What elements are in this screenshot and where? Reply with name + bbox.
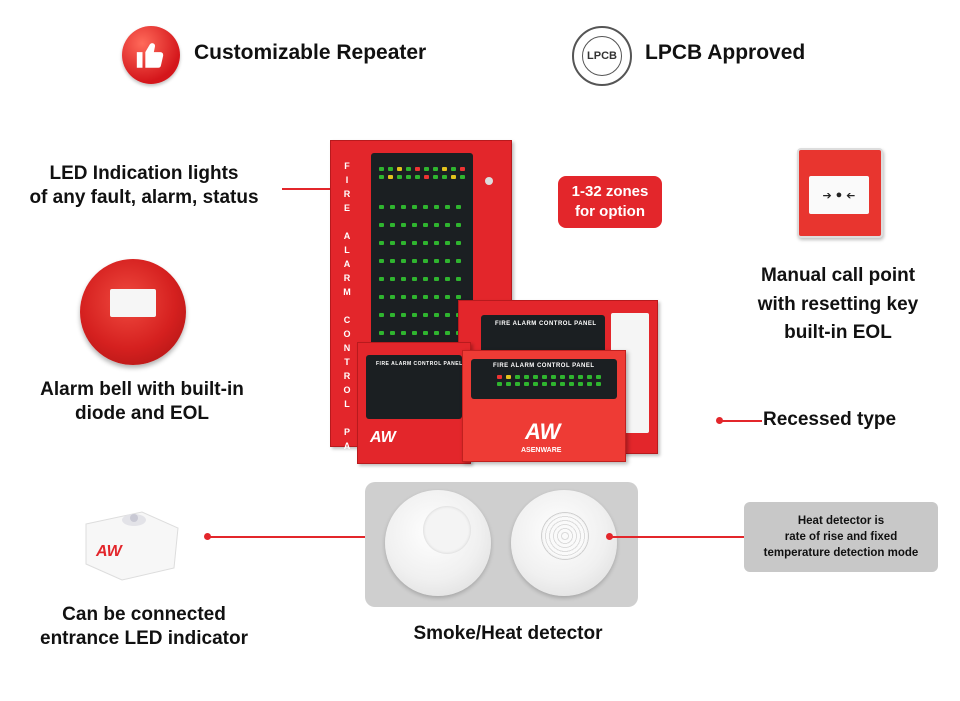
small-panel-screen: [366, 355, 462, 419]
entrance-indicator-label: Can be connected entrance LED indicator: [40, 604, 248, 649]
small-panel-brand-mark: AW: [370, 429, 396, 446]
front-panel-brand-mark: AW: [525, 419, 561, 444]
detectors-card: [365, 482, 638, 607]
thumbs-up-icon: [122, 26, 180, 84]
bell-label-plate: [110, 289, 156, 317]
zones-badge: 1-32 zones for option: [558, 176, 662, 228]
repeater-title: Customizable Repeater: [194, 41, 427, 64]
recessed-connector-line: [720, 420, 762, 422]
heat-connector-dot: [606, 533, 613, 540]
svg-text:AW: AW: [95, 543, 124, 560]
recessed-type-label: Recessed type: [763, 409, 897, 430]
call-point-label: Manual call point with resetting key bui…: [757, 265, 919, 343]
call-point-glass: ➔ ● ➔: [809, 176, 869, 214]
heat-detector-image: [511, 490, 617, 596]
front-panel-title: FIRE ALARM CONTROL PANEL: [493, 363, 595, 369]
lpcb-badge-text: LPCB: [582, 36, 622, 76]
arrow-left-icon: ➔: [846, 189, 856, 202]
alarm-bell-label: Alarm bell with built-in diode and EOL: [40, 379, 244, 424]
front-panel-screen: [471, 359, 617, 399]
alarm-bell-image: [80, 259, 186, 365]
smoke-detector-image: [385, 490, 491, 596]
small-panel-title: FIRE ALARM CONTROL PANEL: [376, 361, 463, 367]
entrance-connector-dot: [204, 533, 211, 540]
front-control-panel: FIRE ALARM CONTROL PANEL AW ASENWARE: [462, 350, 626, 462]
recessed-connector-dot: [716, 417, 723, 424]
panel-key-icon: [485, 177, 493, 185]
detector-caption: Smoke/Heat detector: [413, 623, 603, 644]
led-indication-label: LED Indication lights of any fault, alar…: [29, 163, 259, 208]
mid-panel-title: FIRE ALARM CONTROL PANEL: [495, 321, 597, 327]
entrance-led-indicator-image: AW: [82, 502, 182, 582]
dot-icon: ●: [835, 189, 843, 201]
small-control-panel: FIRE ALARM CONTROL PANEL AW: [357, 342, 471, 464]
arrow-right-icon: ➔: [822, 189, 832, 202]
entrance-connector-line: [208, 536, 370, 538]
heat-connector-line: [610, 536, 744, 538]
led-connector-line: [282, 188, 340, 190]
lpcb-title: LPCB Approved: [645, 41, 806, 64]
manual-call-point-image: ➔ ● ➔: [797, 148, 883, 238]
certification-seal-icon: LPCB: [572, 26, 632, 86]
front-panel-brand: ASENWARE: [521, 447, 562, 454]
heat-detector-note: Heat detector is rate of rise and fixed …: [744, 502, 938, 572]
